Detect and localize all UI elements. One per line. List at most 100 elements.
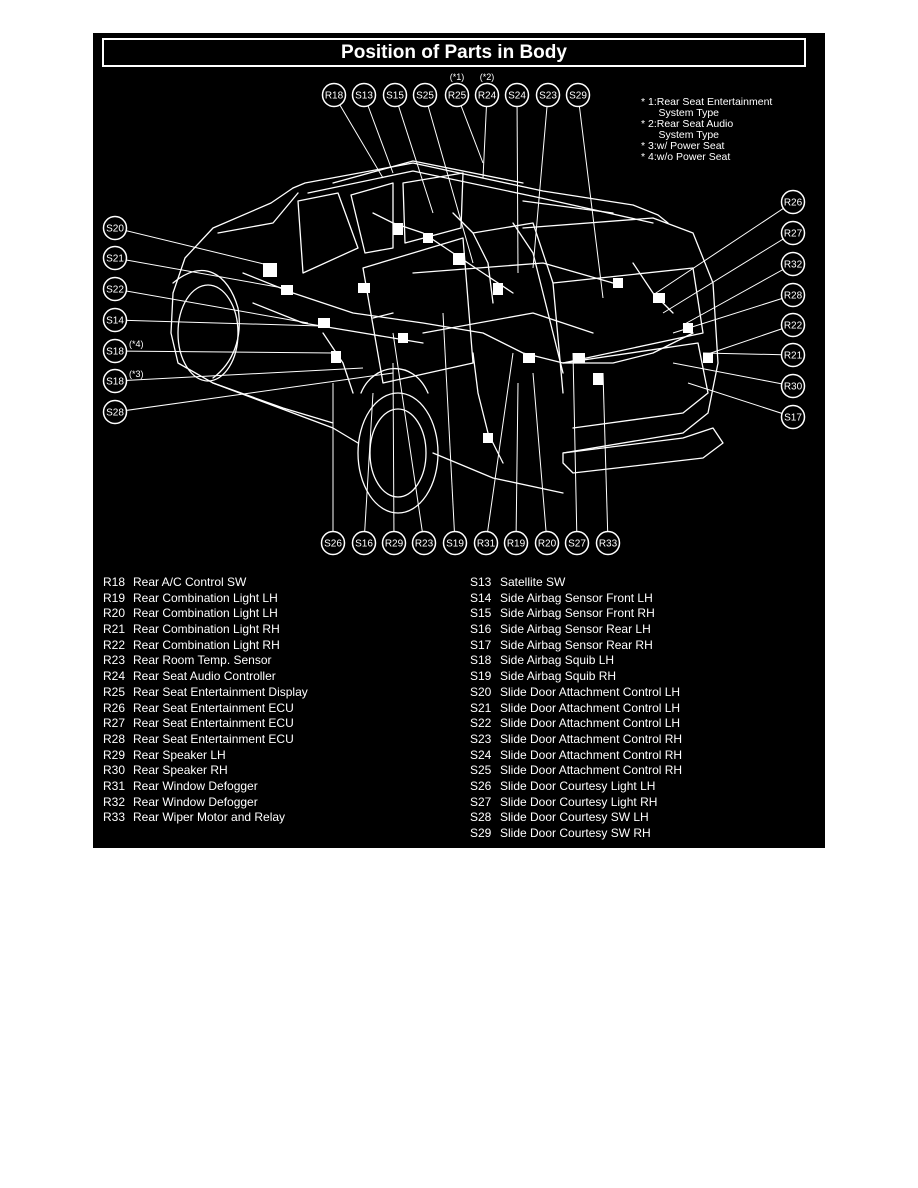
legend-name: Rear Speaker LH <box>133 747 226 762</box>
legend-item: R25 Rear Seat Entertainment Display <box>103 685 308 701</box>
leader-line <box>442 312 456 544</box>
callout-s13: S13 <box>351 82 377 108</box>
callout-r20: R20 <box>534 530 560 556</box>
legend-code: R29 <box>103 747 126 762</box>
callout-circle <box>474 82 500 108</box>
leader-line <box>702 352 794 356</box>
legend-code: S15 <box>470 606 492 621</box>
legend-code: S23 <box>470 731 492 746</box>
callout-circle <box>565 82 591 108</box>
legend-code: S25 <box>470 763 492 778</box>
leader-line <box>602 372 609 544</box>
leader-line <box>114 319 322 327</box>
leader-line <box>682 263 794 326</box>
legend-name: Side Airbag Sensor Front RH <box>500 606 655 621</box>
leader-line <box>394 94 434 214</box>
callout-circle <box>382 82 408 108</box>
legend-name: Rear Window Defogger <box>133 794 258 809</box>
legend-name: Rear Seat Entertainment Display <box>133 684 308 699</box>
leader-line <box>333 94 384 179</box>
footnote: * 2:Rear Seat Audio System Type <box>641 118 734 141</box>
legend-item: R29 Rear Speaker LH <box>103 748 308 764</box>
legend-name: Rear Combination Light LH <box>133 590 278 605</box>
callout-s20: S20 <box>102 215 128 241</box>
legend-code: R24 <box>103 669 126 684</box>
callout-label: R21 <box>784 351 803 362</box>
callout-s24: S24 <box>504 82 530 108</box>
leader-line <box>485 352 514 544</box>
legend-name: Side Airbag Squib LH <box>500 653 615 668</box>
legend-code: R27 <box>103 716 126 731</box>
legend-name: Rear Room Temp. Sensor <box>133 653 272 668</box>
legend-name: Rear Seat Audio Controller <box>133 669 276 684</box>
callout-label: R30 <box>784 382 803 393</box>
legend-code: R25 <box>103 684 126 699</box>
legend-name: Rear Combination Light RH <box>133 622 280 637</box>
legend-code: S27 <box>470 794 492 809</box>
legend-code: S16 <box>470 622 492 637</box>
callout-label: S23 <box>539 91 557 102</box>
legend-name: Rear Seat Entertainment ECU <box>133 700 294 715</box>
callout-circle <box>351 530 377 556</box>
callout-flag: (*4) <box>129 339 144 349</box>
callout-s18: S18(*3) <box>102 368 144 394</box>
legend-code: S24 <box>470 747 492 762</box>
legend-code: S26 <box>470 778 492 793</box>
legend-code: R32 <box>103 794 126 809</box>
legend-item: S23 Slide Door Attachment Control RH <box>470 732 682 748</box>
callout-circle <box>473 530 499 556</box>
callout-circle <box>102 338 128 364</box>
callout-r18: R18 <box>321 82 347 108</box>
callout-label: R31 <box>477 539 496 550</box>
leader-line <box>114 257 284 289</box>
callout-r24: R24(*2) <box>474 72 500 108</box>
footnote: * 3:w/ Power Seat <box>641 140 725 152</box>
legend-name: Rear Seat Entertainment ECU <box>133 716 294 731</box>
callout-r30: R30 <box>780 373 806 399</box>
callout-label: R19 <box>507 539 526 550</box>
leader-line <box>114 372 394 413</box>
legend-name: Satellite SW <box>500 575 566 589</box>
connector-markers <box>263 223 713 443</box>
callout-circle <box>780 282 806 308</box>
legend-item: S15 Side Airbag Sensor Front RH <box>470 606 682 622</box>
callout-s23: S23 <box>535 82 561 108</box>
callout-s21: S21 <box>102 245 128 271</box>
legend-name: Rear Combination Light RH <box>133 637 280 652</box>
legend-code: S22 <box>470 716 492 731</box>
legend-name: Slide Door Courtesy SW RH <box>500 826 651 840</box>
leader-line <box>652 201 794 296</box>
callout-circle <box>381 530 407 556</box>
legend-name: Slide Door Attachment Control RH <box>500 747 683 762</box>
callout-label: S25 <box>416 91 434 102</box>
legend-name: Slide Door Attachment Control RH <box>500 731 683 746</box>
page-title: Position of Parts in Body <box>102 38 806 67</box>
callout-label: S28 <box>106 408 124 419</box>
leader-line <box>114 367 364 382</box>
leader-line <box>532 94 549 269</box>
callout-circle <box>412 82 438 108</box>
leader-line <box>482 94 488 179</box>
leader-line <box>532 372 548 544</box>
callout-label: S14 <box>106 316 124 327</box>
legend-code: R31 <box>103 778 126 793</box>
callout-circle <box>411 530 437 556</box>
callout-flag: (*2) <box>480 72 495 82</box>
legend-code: S21 <box>470 700 492 715</box>
footnotes: * 1:Rear Seat Entertainment System Type*… <box>641 97 772 163</box>
callout-label: R25 <box>448 91 467 102</box>
callout-label: R26 <box>784 198 803 209</box>
callout-circle <box>595 530 621 556</box>
callout-r32: R32 <box>780 251 806 277</box>
legend-name: Slide Door Attachment Control RH <box>500 763 683 778</box>
